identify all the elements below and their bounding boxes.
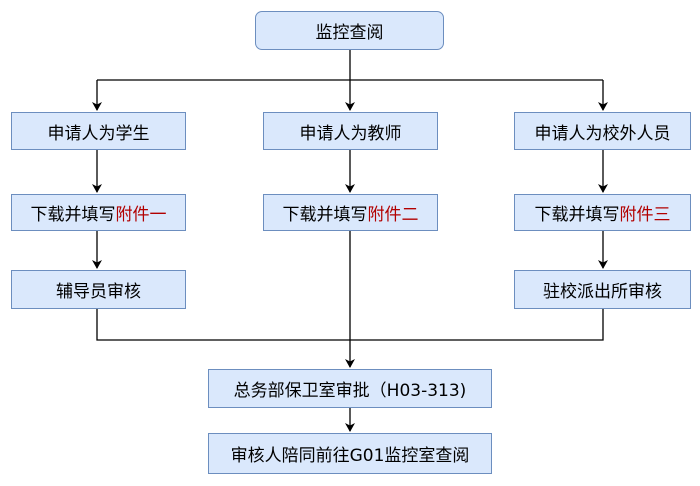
connector-outsider-merge: [350, 309, 604, 341]
form-outsider: 下载并填写附件三: [514, 194, 691, 231]
form-prefix: 下载并填写: [534, 205, 620, 225]
form-prefix: 下载并填写: [30, 205, 116, 225]
applicant-outsider: 申请人为校外人员: [514, 112, 691, 150]
form-prefix: 下载并填写: [282, 205, 368, 225]
final-node: 审核人陪同前往G01监控室查阅: [208, 433, 492, 474]
connector-student-merge: [96, 309, 350, 341]
form-teacher: 下载并填写附件二: [263, 194, 438, 231]
attachment-1-label: 附件一: [115, 205, 167, 225]
applicant-student: 申请人为学生: [11, 112, 186, 150]
review-police-station: 驻校派出所审核: [514, 270, 691, 309]
start-node: 监控查阅: [255, 11, 444, 50]
attachment-2-label: 附件二: [367, 205, 419, 225]
form-student: 下载并填写附件一: [11, 194, 186, 231]
approval-node: 总务部保卫室审批（H03-313): [208, 369, 492, 408]
attachment-3-label: 附件三: [619, 205, 671, 225]
review-counselor: 辅导员审核: [11, 270, 186, 309]
applicant-teacher: 申请人为教师: [263, 112, 438, 150]
